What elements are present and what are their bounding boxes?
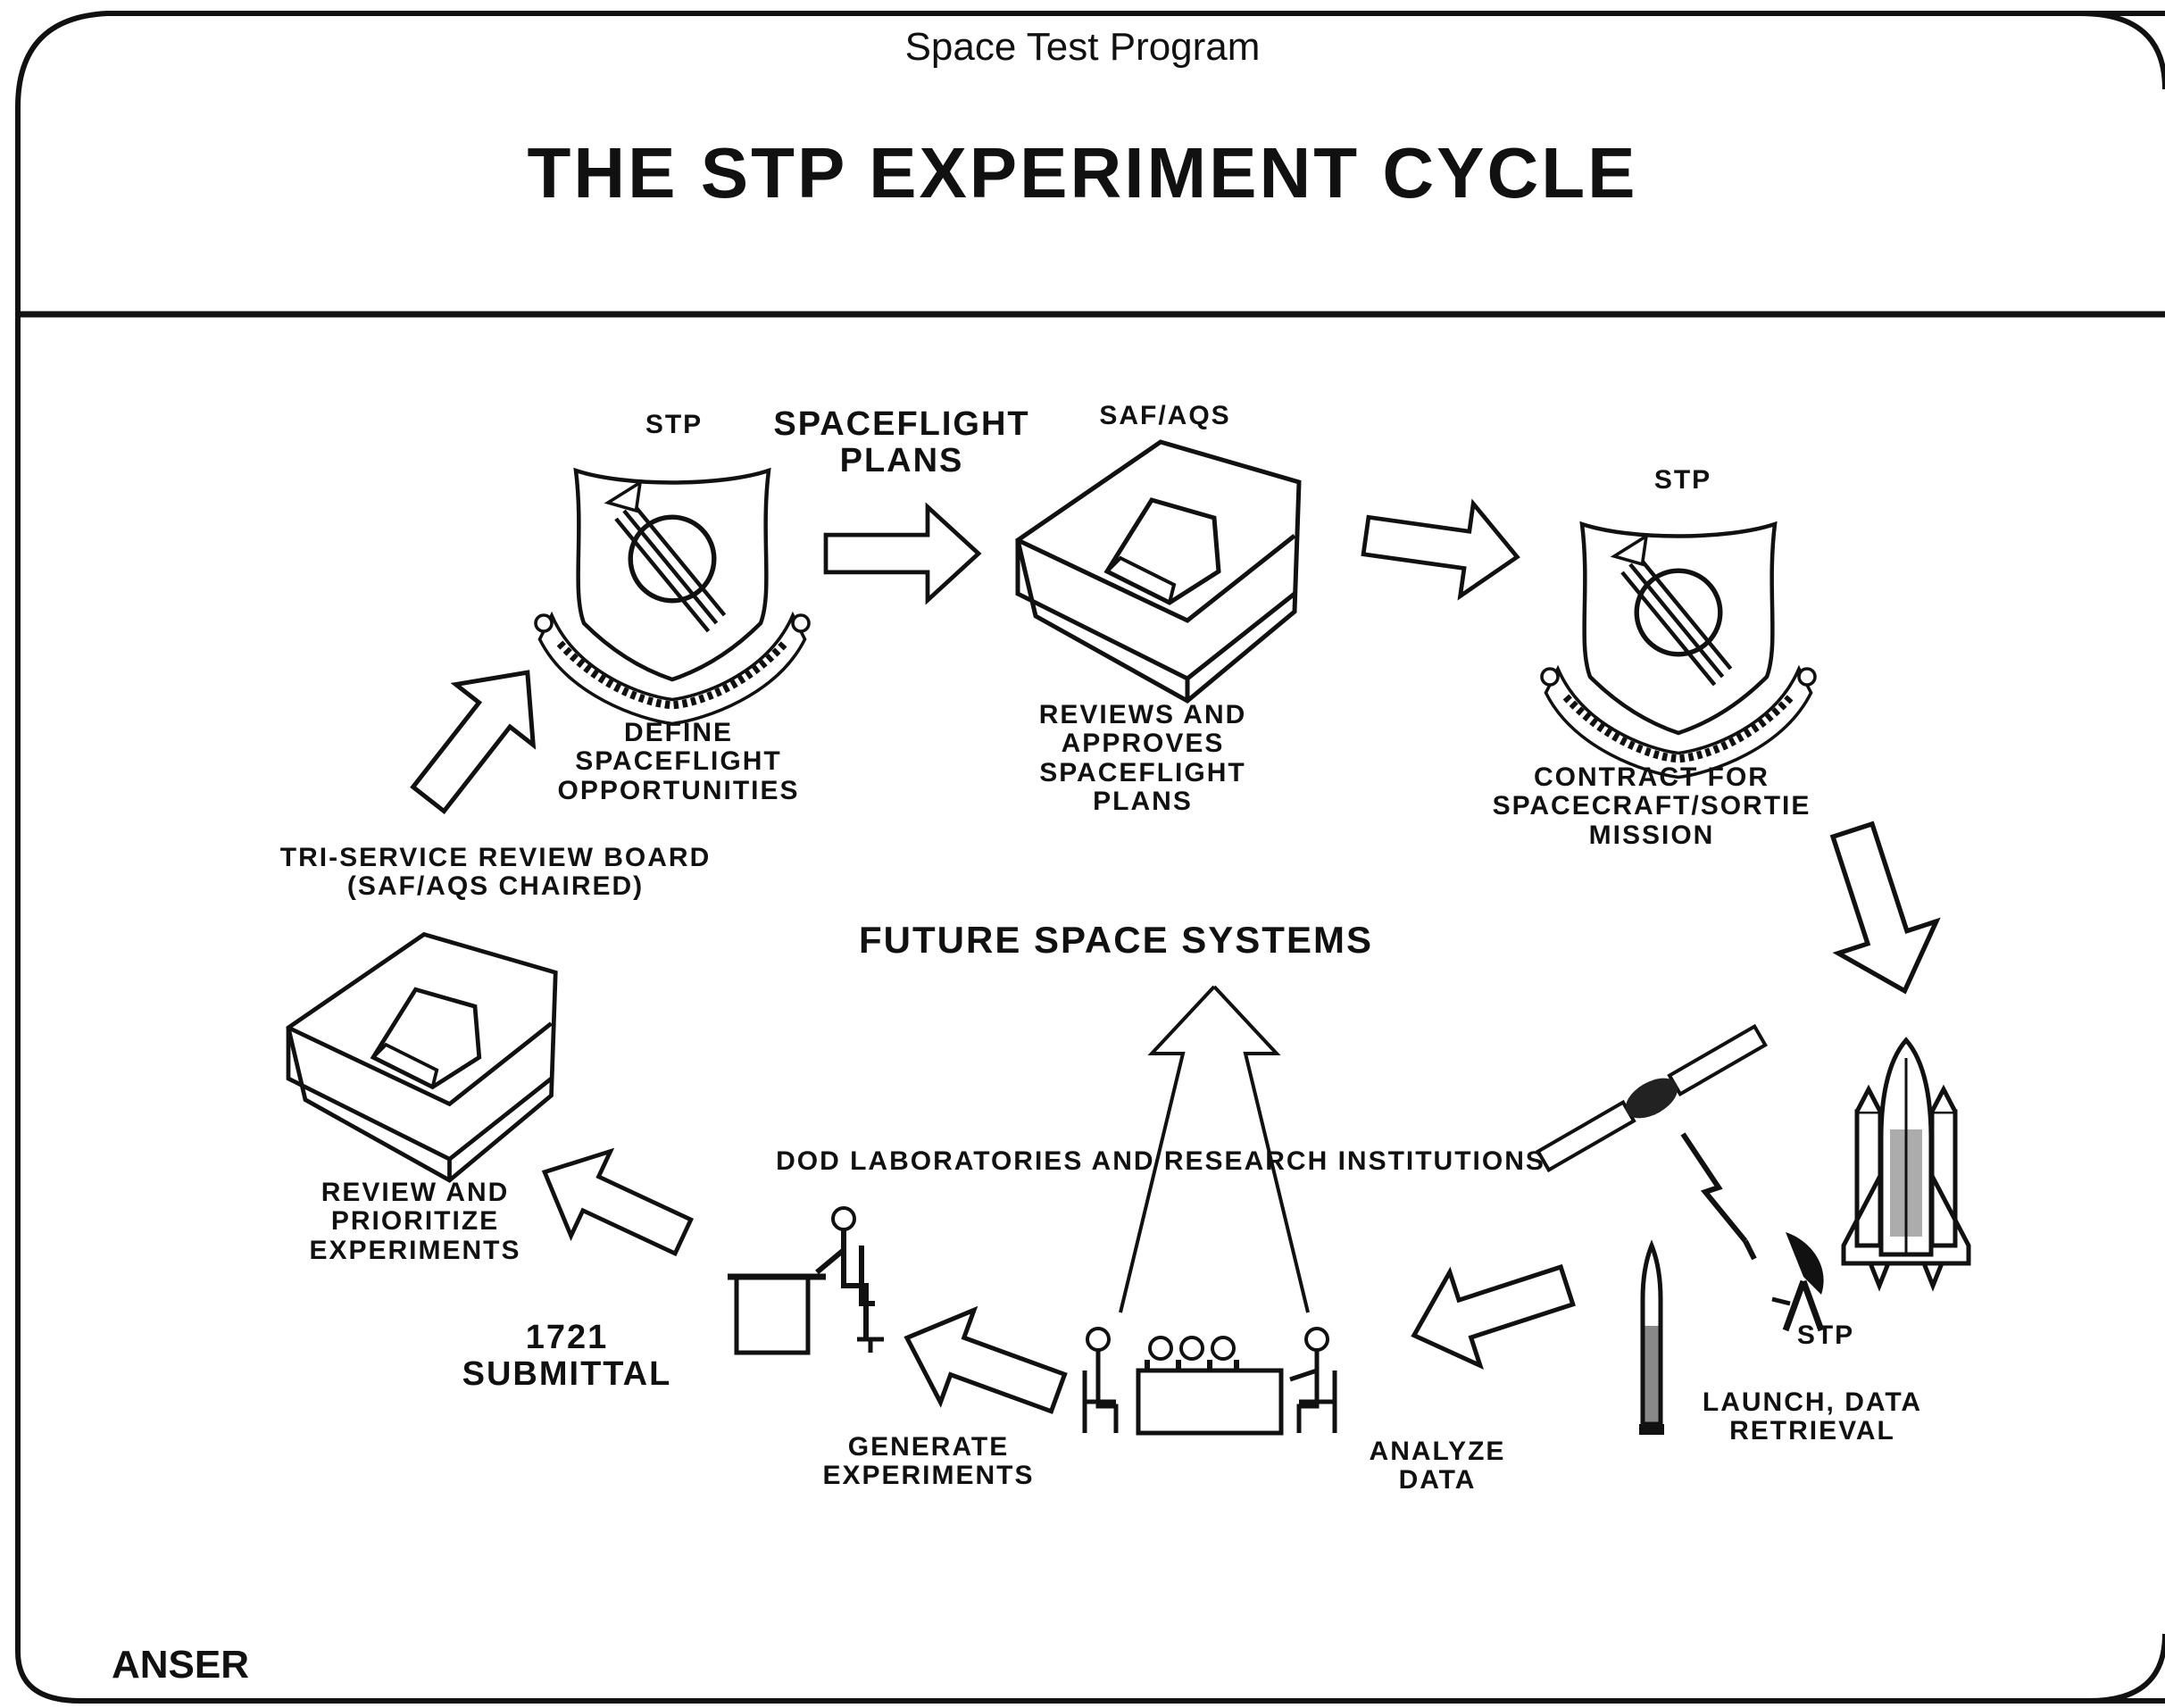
signal-icon bbox=[1680, 1132, 1748, 1243]
review-prioritize-label: REVIEW AND PRIORITIZE EXPERIMENTS bbox=[309, 1178, 521, 1265]
stp-label-bottom: STP bbox=[1796, 1321, 1855, 1350]
space-shuttle-icon bbox=[1841, 1037, 1971, 1292]
page-title: THE STP EXPERIMENT CYCLE bbox=[527, 133, 1638, 212]
arrow-icon bbox=[1399, 1239, 1582, 1382]
analyze-data-label: ANALYZE DATA bbox=[1369, 1437, 1506, 1496]
define-label: DEFINE SPACEFLIGHT OPPORTUNITIES bbox=[557, 718, 800, 805]
arrow-icon bbox=[826, 507, 978, 601]
tri-service-board-label: TRI-SERVICE REVIEW BOARD (SAF/AQS CHAIRE… bbox=[279, 843, 712, 902]
desk-worker-icon bbox=[728, 1206, 884, 1355]
org-logo-text: ANSER bbox=[112, 1643, 250, 1687]
ground-antenna-icon bbox=[1771, 1232, 1825, 1332]
conference-table-icon bbox=[1082, 1327, 1337, 1436]
arrow-icon bbox=[890, 1292, 1075, 1439]
rocket-icon bbox=[1639, 1239, 1664, 1435]
spaceflight-plans-label: SPACEFLIGHT PLANS bbox=[773, 405, 1030, 480]
future-space-systems-label: FUTURE SPACE SYSTEMS bbox=[859, 919, 1373, 961]
submittal-label: 1721 SUBMITTAL bbox=[462, 1319, 672, 1394]
contract-label: CONTRACT FOR SPACECRAFT/SORTIE MISSION bbox=[1492, 762, 1811, 850]
stp-label-left: STP bbox=[645, 410, 704, 439]
pentagon-icon bbox=[1018, 442, 1299, 701]
shield-emblem-icon bbox=[536, 471, 809, 724]
dod-labs-label: DOD LABORATORIES AND RESEARCH INSTITUTIO… bbox=[776, 1146, 1545, 1176]
program-subtitle: Space Test Program bbox=[904, 25, 1261, 69]
arrow-icon bbox=[1360, 489, 1524, 603]
pentagon-icon bbox=[288, 935, 555, 1181]
reviews-label: REVIEWS AND APPROVES SPACEFLIGHT PLANS bbox=[1038, 700, 1247, 817]
arrow-icon bbox=[1119, 985, 1310, 1313]
launch-retrieval-label: LAUNCH, DATA RETRIEVAL bbox=[1702, 1387, 1923, 1446]
saf-aqs-label: SAF/AQS bbox=[1099, 401, 1231, 430]
satellite-icon bbox=[1536, 1023, 1768, 1173]
generate-experiments-label: GENERATE EXPERIMENTS bbox=[822, 1432, 1035, 1491]
shield-emblem-icon bbox=[1542, 524, 1815, 778]
stp-label-right: STP bbox=[1653, 465, 1712, 495]
